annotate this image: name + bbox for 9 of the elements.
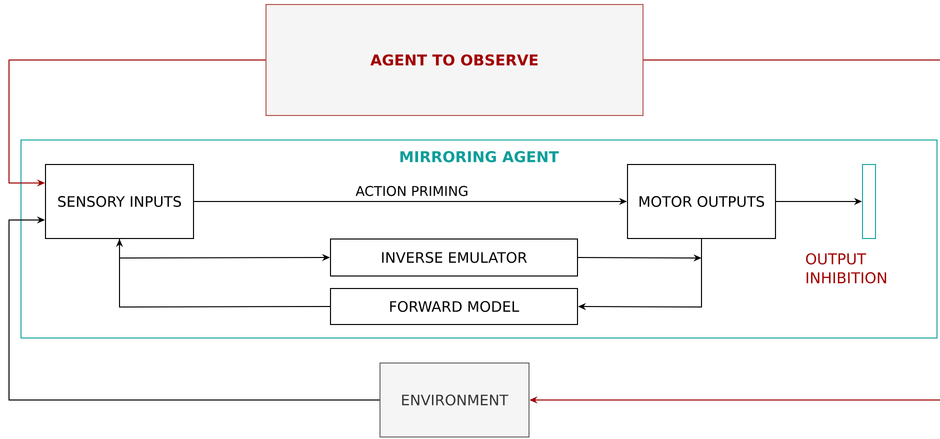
arrow bbox=[8, 216, 380, 400]
bar-caption: OUTPUT INHIBITION bbox=[806, 253, 886, 284]
process-box: FORWARD MODEL bbox=[330, 288, 578, 325]
process-box: SENSORY INPUTS bbox=[45, 164, 194, 239]
process-box: INVERSE EMULATOR bbox=[330, 238, 578, 276]
process-box: MOTOR OUTPUTS bbox=[627, 164, 776, 239]
agent-box: AGENT TO OBSERVE bbox=[266, 4, 644, 116]
environment-box: ENVIRONMENT bbox=[380, 362, 530, 438]
edge-label: ACTION PRIMING bbox=[356, 186, 468, 196]
